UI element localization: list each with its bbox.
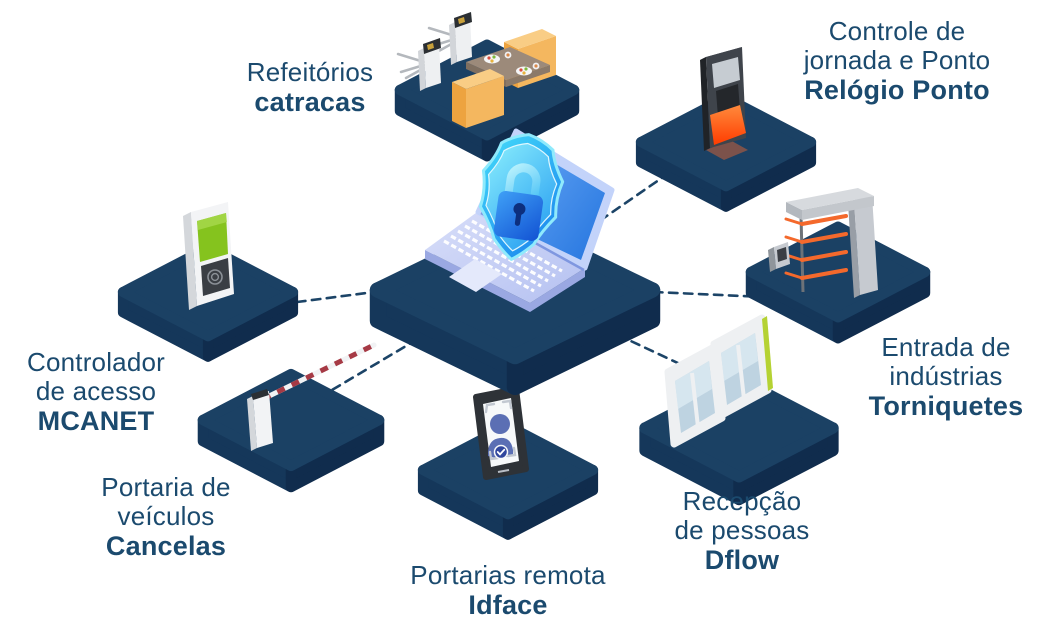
node-label-dflow: Recepção de pessoas Dflow <box>612 486 872 576</box>
vehicle-barrier-gate-icon <box>247 342 377 451</box>
label-line: Controle de <box>828 16 966 46</box>
security-shield-icon <box>478 133 565 261</box>
label-bold: Idface <box>468 590 548 621</box>
label-bold: Dflow <box>704 545 780 576</box>
label-bold: catracas <box>254 87 366 118</box>
padlock-icon <box>493 163 544 241</box>
label-line: Recepção <box>682 486 802 516</box>
label-line: jornada e Ponto <box>803 45 991 76</box>
platform-cancelas <box>203 374 379 487</box>
node-label-catracas: Refeitórios catracas <box>180 57 440 118</box>
laptop-security-shield-icon <box>425 128 615 312</box>
speed-gates-icon <box>664 314 773 448</box>
label-line: Portarias remota <box>410 560 606 590</box>
node-label-mcanet: Controlador de acesso MCANET <box>0 347 226 437</box>
node-dflow <box>645 314 833 499</box>
node-label-cancelas: Portaria de veículos Cancelas <box>36 472 296 562</box>
node-relogio-ponto <box>641 47 811 207</box>
label-bold: Cancelas <box>105 531 227 562</box>
node-cancelas <box>203 342 379 487</box>
time-clock-icon <box>700 47 748 160</box>
trackpad <box>449 259 502 292</box>
node-label-relogio-ponto: Controle de jornada e Ponto Relógio Pont… <box>767 16 1027 106</box>
label-line: Controlador <box>26 347 166 377</box>
node-label-torniquetes: Entrada de indústrias Torniquetes <box>816 332 1063 422</box>
facial-recognition-device-icon <box>473 386 529 480</box>
access-controller-icon <box>183 202 234 310</box>
cafeteria-turnstiles-icon <box>396 12 556 128</box>
label-bold: Torniquetes <box>868 391 1024 422</box>
node-idface <box>423 386 593 535</box>
platform-torniquetes <box>751 227 925 338</box>
label-line: Refeitórios <box>246 57 374 87</box>
connector-torniquetes <box>652 290 766 299</box>
connector-relogio-ponto <box>596 171 671 224</box>
node-torniquetes <box>751 188 925 338</box>
label-line: veículos <box>117 501 215 532</box>
label-line: indústrias <box>889 361 1003 392</box>
label-bold: Relógio Ponto <box>804 75 990 106</box>
label-line: Portaria de <box>101 472 231 502</box>
node-label-idface: Portarias remota Idface <box>378 560 638 621</box>
full-height-turnstile-icon <box>768 188 878 298</box>
node-mcanet <box>123 202 293 357</box>
label-line: Entrada de <box>881 332 1011 362</box>
label-bold: MCANET <box>37 406 155 437</box>
connector-mcanet <box>295 289 384 304</box>
label-line: de pessoas <box>674 515 810 546</box>
node-catracas <box>398 12 574 156</box>
label-line: de acesso <box>35 376 157 407</box>
node-center-hub <box>378 128 652 387</box>
